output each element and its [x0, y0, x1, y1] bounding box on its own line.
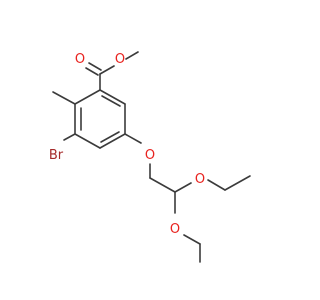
- ring-bromine-bond: [63, 133, 76, 141]
- upper-ethyl-bond: [224, 175, 251, 191]
- ring-bond: [74, 133, 101, 149]
- ring-bond: [74, 89, 101, 105]
- ring-double-bond: [100, 131, 120, 143]
- carbonyl-double-bond: [85, 67, 99, 76]
- bonds: [52, 51, 251, 263]
- upper-oxygen-to-ch2-bond: [207, 179, 226, 191]
- carbonyl-oxygen-label: O: [75, 52, 85, 67]
- bromine-label: Br: [49, 148, 64, 163]
- ring-to-ether-oxygen-bond: [124, 133, 142, 144]
- ring-double-bond: [101, 95, 121, 107]
- atom-labels: O O Br O O O: [49, 52, 205, 237]
- ch2-to-acetal-bond: [149, 177, 176, 193]
- ring-methyl-bond: [52, 91, 76, 105]
- molecule-structure-diagram: O O Br O O O: [49, 51, 251, 263]
- lower-ethoxy-oxygen-label: O: [170, 222, 180, 237]
- carbonyl-to-ester-oxygen-bond: [99, 65, 115, 75]
- ester-oxygen-to-methyl-bond: [125, 51, 139, 60]
- acetal-to-upper-oxygen-bond: [174, 182, 192, 193]
- ester-oxygen-label: O: [115, 52, 125, 67]
- ring-bond: [99, 133, 126, 149]
- ring-bond: [99, 89, 126, 105]
- ether-oxygen-label: O: [145, 148, 155, 163]
- upper-ethoxy-oxygen-label: O: [195, 172, 205, 187]
- lower-oxygen-to-ch2-bond: [183, 234, 201, 245]
- carbonyl-double-bond: [88, 62, 102, 71]
